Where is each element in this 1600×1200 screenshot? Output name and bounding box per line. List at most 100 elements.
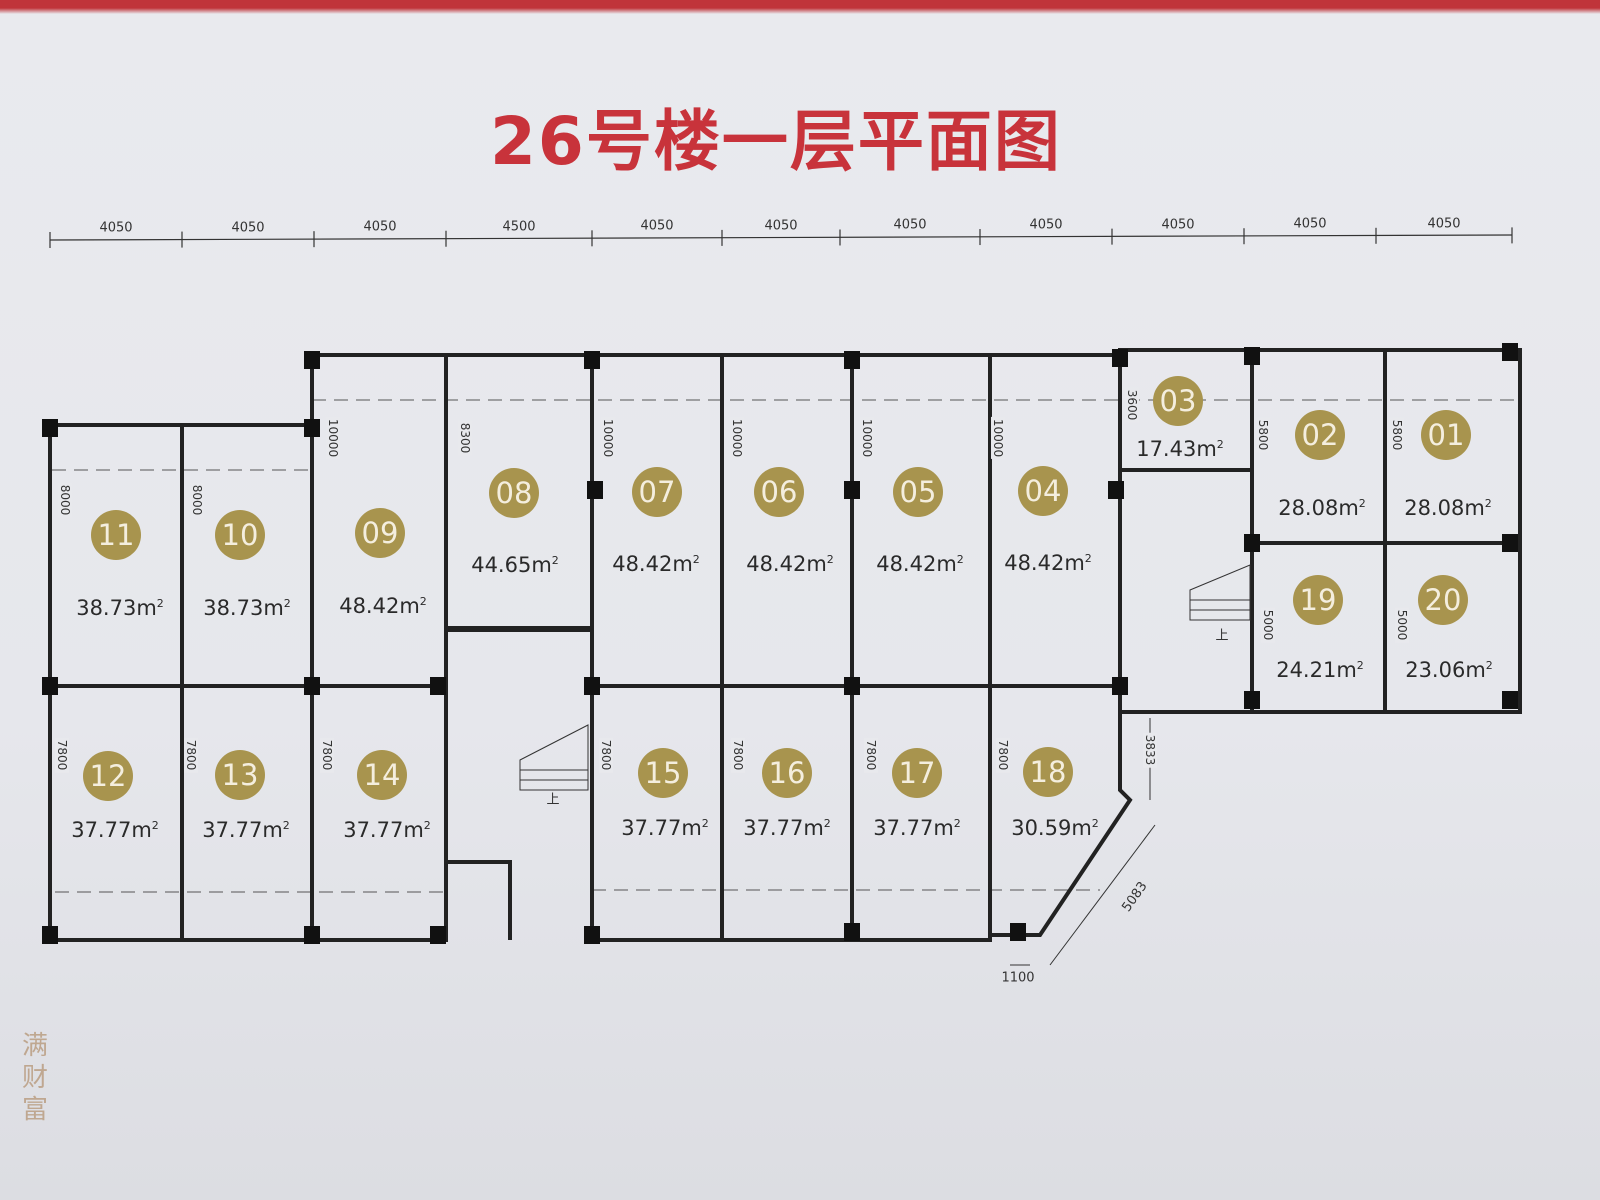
unit-area: 24.21m2 — [1276, 658, 1364, 682]
unit-number-badge: 05 — [893, 467, 943, 517]
column — [304, 677, 320, 695]
unit-number-badge: 08 — [489, 468, 539, 518]
unit-depth-dimension: 3600 — [1125, 387, 1139, 423]
unit-number-badge: 06 — [754, 467, 804, 517]
unit-number-badge: 09 — [355, 508, 405, 558]
column — [584, 677, 600, 695]
top-dimension-label: 4050 — [363, 219, 397, 235]
column — [304, 351, 320, 369]
column — [304, 926, 320, 944]
unit-depth-dimension: 8000 — [190, 482, 204, 518]
unit-depth-dimension: 10000 — [326, 416, 340, 460]
top-dimension-line — [49, 227, 1513, 248]
unit-depth-dimension: 7800 — [55, 737, 69, 773]
unit-area: 38.73m2 — [76, 596, 164, 620]
column — [1244, 347, 1260, 365]
top-dimension-label: 4050 — [764, 218, 798, 234]
column — [1112, 349, 1128, 367]
unit-area: 28.08m2 — [1278, 496, 1366, 520]
column — [844, 677, 860, 695]
stairs — [519, 564, 1251, 791]
unit-depth-dimension: 7800 — [731, 737, 745, 773]
unit-depth-dimension: 7800 — [320, 737, 334, 773]
column — [587, 481, 603, 499]
unit-number-badge: 07 — [632, 467, 682, 517]
unit-area: 38.73m2 — [203, 596, 291, 620]
unit-number-badge: 15 — [638, 748, 688, 798]
unit-area: 48.42m2 — [876, 552, 964, 576]
unit-depth-dimension: 7800 — [996, 737, 1010, 773]
unit-area: 23.06m2 — [1405, 658, 1493, 682]
unit-depth-dimension: 5000 — [1261, 607, 1275, 643]
logo: 满财富 — [22, 1031, 49, 1125]
unit-depth-dimension: 5800 — [1390, 417, 1404, 453]
top-dimension-label: 4050 — [1161, 217, 1195, 233]
unit-area: 37.77m2 — [873, 816, 961, 840]
unit-number-badge: 16 — [762, 748, 812, 798]
column — [1502, 343, 1518, 361]
stair-label: 上 — [546, 792, 560, 808]
unit-depth-dimension: 10000 — [730, 416, 744, 460]
top-dimension-label: 4050 — [231, 220, 265, 236]
column — [1108, 481, 1124, 499]
unit-number-badge: 13 — [215, 750, 265, 800]
unit-number-badge: 20 — [1418, 575, 1468, 625]
unit-depth-dimension: 8300 — [458, 420, 472, 456]
unit-depth-dimension: 10000 — [991, 416, 1005, 460]
dimension-3833: 3833 — [1143, 732, 1157, 768]
unit-area: 17.43m2 — [1136, 437, 1224, 461]
unit-area: 37.77m2 — [743, 816, 831, 840]
top-dimension-label: 4050 — [640, 218, 674, 234]
column — [1244, 691, 1260, 709]
column — [844, 923, 860, 941]
unit-depth-dimension: 7800 — [599, 737, 613, 773]
column — [1112, 677, 1128, 695]
top-dimension-label: 4050 — [1427, 216, 1461, 232]
plan-title: 26号楼一层平面图 — [490, 103, 1062, 180]
unit-depth-dimension: 10000 — [601, 416, 615, 460]
column — [844, 481, 860, 499]
unit-number-badge: 02 — [1295, 410, 1345, 460]
unit-number-badge: 03 — [1153, 376, 1203, 426]
column — [844, 351, 860, 369]
unit-number-badge: 19 — [1293, 575, 1343, 625]
column — [42, 926, 58, 944]
column — [584, 926, 600, 944]
unit-number-badge: 12 — [83, 751, 133, 801]
top-dimension-label: 4500 — [502, 219, 536, 235]
unit-area: 37.77m2 — [621, 816, 709, 840]
unit-number-badge: 04 — [1018, 466, 1068, 516]
unit-area: 37.77m2 — [202, 818, 290, 842]
unit-area: 44.65m2 — [471, 553, 559, 577]
dashed-lines — [52, 399, 1520, 893]
unit-depth-dimension: 7800 — [864, 737, 878, 773]
column — [1502, 691, 1518, 709]
unit-depth-dimension: 10000 — [860, 416, 874, 460]
column — [1244, 534, 1260, 552]
unit-area: 48.42m2 — [612, 552, 700, 576]
unit-area: 37.77m2 — [71, 818, 159, 842]
unit-number-badge: 10 — [215, 510, 265, 560]
stair-label: 上 — [1215, 628, 1229, 644]
dimension-1100: 1100 — [1001, 970, 1035, 986]
unit-depth-dimension: 5800 — [1256, 417, 1270, 453]
unit-depth-dimension: 5000 — [1395, 607, 1409, 643]
unit-area: 48.42m2 — [339, 594, 427, 618]
column — [42, 419, 58, 437]
top-dimension-label: 4050 — [1029, 217, 1063, 233]
unit-area: 48.42m2 — [1004, 551, 1092, 575]
top-dimension-label: 4050 — [99, 220, 133, 236]
column — [430, 926, 446, 944]
column — [430, 677, 446, 695]
unit-number-badge: 14 — [357, 750, 407, 800]
top-dimension-label: 4050 — [1293, 216, 1327, 232]
unit-area: 28.08m2 — [1404, 496, 1492, 520]
unit-depth-dimension: 7800 — [184, 737, 198, 773]
unit-area: 37.77m2 — [343, 818, 431, 842]
column — [1502, 534, 1518, 552]
unit-number-badge: 18 — [1023, 747, 1073, 797]
columns — [42, 343, 1518, 944]
top-dimension-label: 4050 — [893, 217, 927, 233]
unit-depth-dimension: 8000 — [58, 482, 72, 518]
